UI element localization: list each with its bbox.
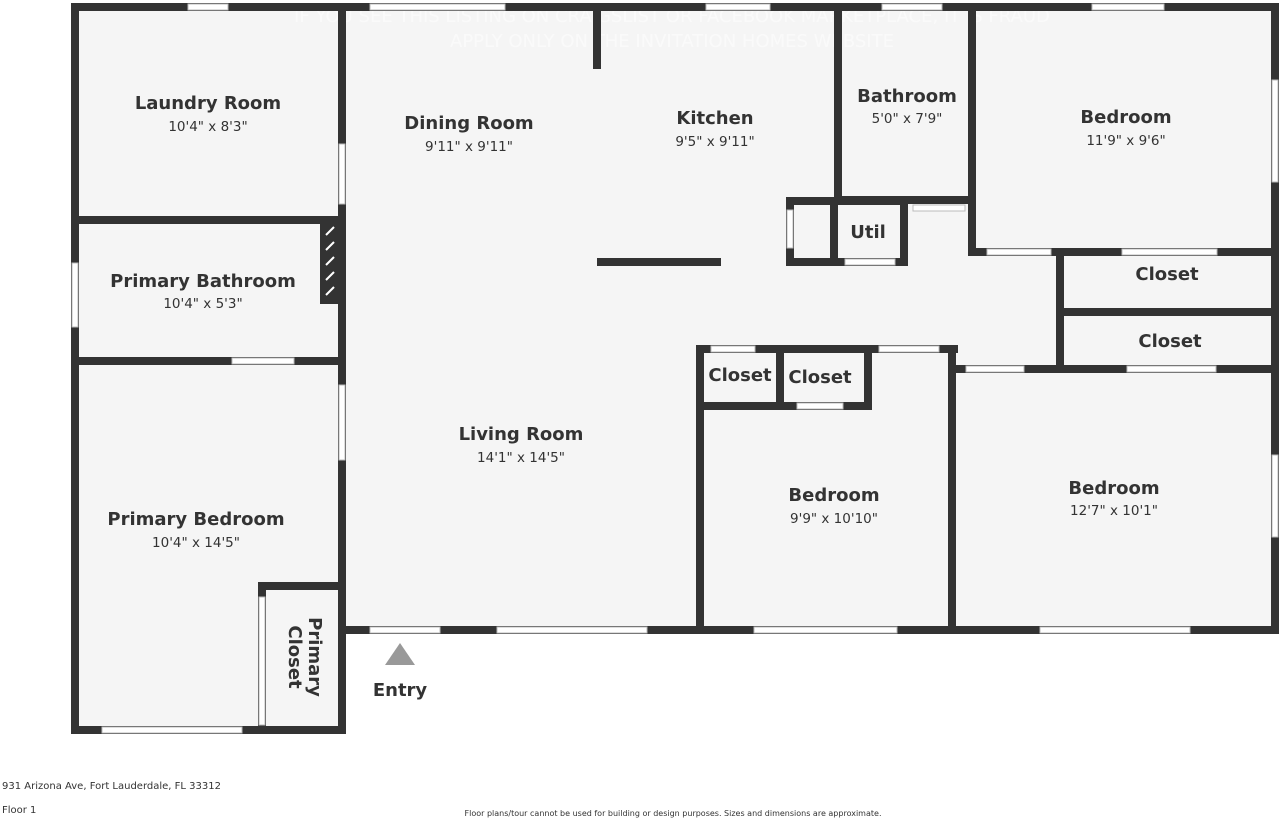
room-name: Closet: [788, 367, 852, 388]
disclaimer: Floor plans/tour cannot be used for buil…: [464, 809, 882, 818]
watermark-line1: IF YOU SEE THIS LISTING ON CRAIGSLIST OR…: [294, 6, 1050, 27]
room-name: Closet: [1135, 264, 1199, 285]
room-name: Bathroom: [857, 86, 957, 107]
room-name: Bedroom: [1080, 107, 1171, 128]
floor-plan: IF YOU SEE THIS LISTING ON CRAIGSLIST OR…: [71, 3, 1279, 734]
room-name: Closet: [1138, 331, 1202, 352]
address: 931 Arizona Ave, Fort Lauderdale, FL 333…: [2, 781, 221, 792]
room-label-util: Util: [850, 222, 886, 243]
room-dimensions: 9'9" x 10'10": [790, 511, 878, 527]
room-label-closet-right-1: Closet: [1135, 264, 1199, 285]
room-name: Laundry Room: [135, 93, 281, 114]
room-label-closet-right-2: Closet: [1138, 331, 1202, 352]
room-label-closet-mid-1: Closet: [708, 365, 772, 386]
room-name-line1: Primary: [304, 617, 325, 697]
entry-arrow-icon: [385, 643, 415, 665]
entry-label: Entry: [373, 680, 428, 701]
room-name: Bedroom: [788, 485, 879, 506]
room-dimensions: 11'9" x 9'6": [1086, 133, 1165, 149]
watermark: IF YOU SEE THIS LISTING ON CRAIGSLIST OR…: [294, 6, 1050, 52]
room-dimensions: 10'4" x 5'3": [163, 296, 242, 312]
room-dimensions: 14'1" x 14'5": [477, 450, 565, 466]
room-dimensions: 9'11" x 9'11": [425, 139, 513, 155]
room-label-laundry: Laundry Room 10'4" x 8'3": [135, 93, 281, 135]
room-dimensions: 5'0" x 7'9": [872, 111, 943, 127]
room-name: Closet: [708, 365, 772, 386]
floor-label: Floor 1: [2, 805, 37, 816]
room-dimensions: 10'4" x 14'5": [152, 535, 240, 551]
room-label-kitchen: Kitchen 9'5" x 9'11": [675, 108, 754, 150]
room-name: Bedroom: [1068, 478, 1159, 499]
room-name: Primary Bathroom: [110, 271, 296, 292]
room-name-line2: Closet: [284, 625, 305, 689]
room-label-living: Living Room 14'1" x 14'5": [459, 424, 584, 466]
openings: [71, 3, 1279, 734]
room-name: Util: [850, 222, 886, 243]
room-name: Kitchen: [676, 108, 753, 129]
room-name: Living Room: [459, 424, 584, 445]
room-dimensions: 10'4" x 8'3": [168, 119, 247, 135]
room-dimensions: 12'7" x 10'1": [1070, 503, 1158, 519]
room-label-primary-bedroom: Primary Bedroom 10'4" x 14'5": [107, 509, 284, 551]
room-dimensions: 9'5" x 9'11": [675, 134, 754, 150]
room-label-bathroom: Bathroom 5'0" x 7'9": [857, 86, 957, 127]
floor-fill: [75, 6, 1275, 730]
room-label-dining: Dining Room 9'11" x 9'11": [404, 113, 533, 155]
room-label-bedroom-middle: Bedroom 9'9" x 10'10": [788, 485, 879, 527]
room-name: Dining Room: [404, 113, 533, 134]
chase-hatch: [325, 226, 335, 296]
room-label-bedroom-top-right: Bedroom 11'9" x 9'6": [1080, 107, 1171, 149]
room-label-closet-mid-2: Closet: [788, 367, 852, 388]
room-label-primary-bathroom: Primary Bathroom 10'4" x 5'3": [110, 271, 296, 312]
room-name: Primary Bedroom: [107, 509, 284, 530]
watermark-line2: APPLY ONLY ON THE INVITATION HOMES WEBSI…: [450, 31, 894, 52]
room-label-primary-closet: Primary Closet: [284, 617, 325, 697]
room-label-bedroom-bottom-right: Bedroom 12'7" x 10'1": [1068, 478, 1159, 519]
entry-marker: Entry: [373, 643, 428, 701]
